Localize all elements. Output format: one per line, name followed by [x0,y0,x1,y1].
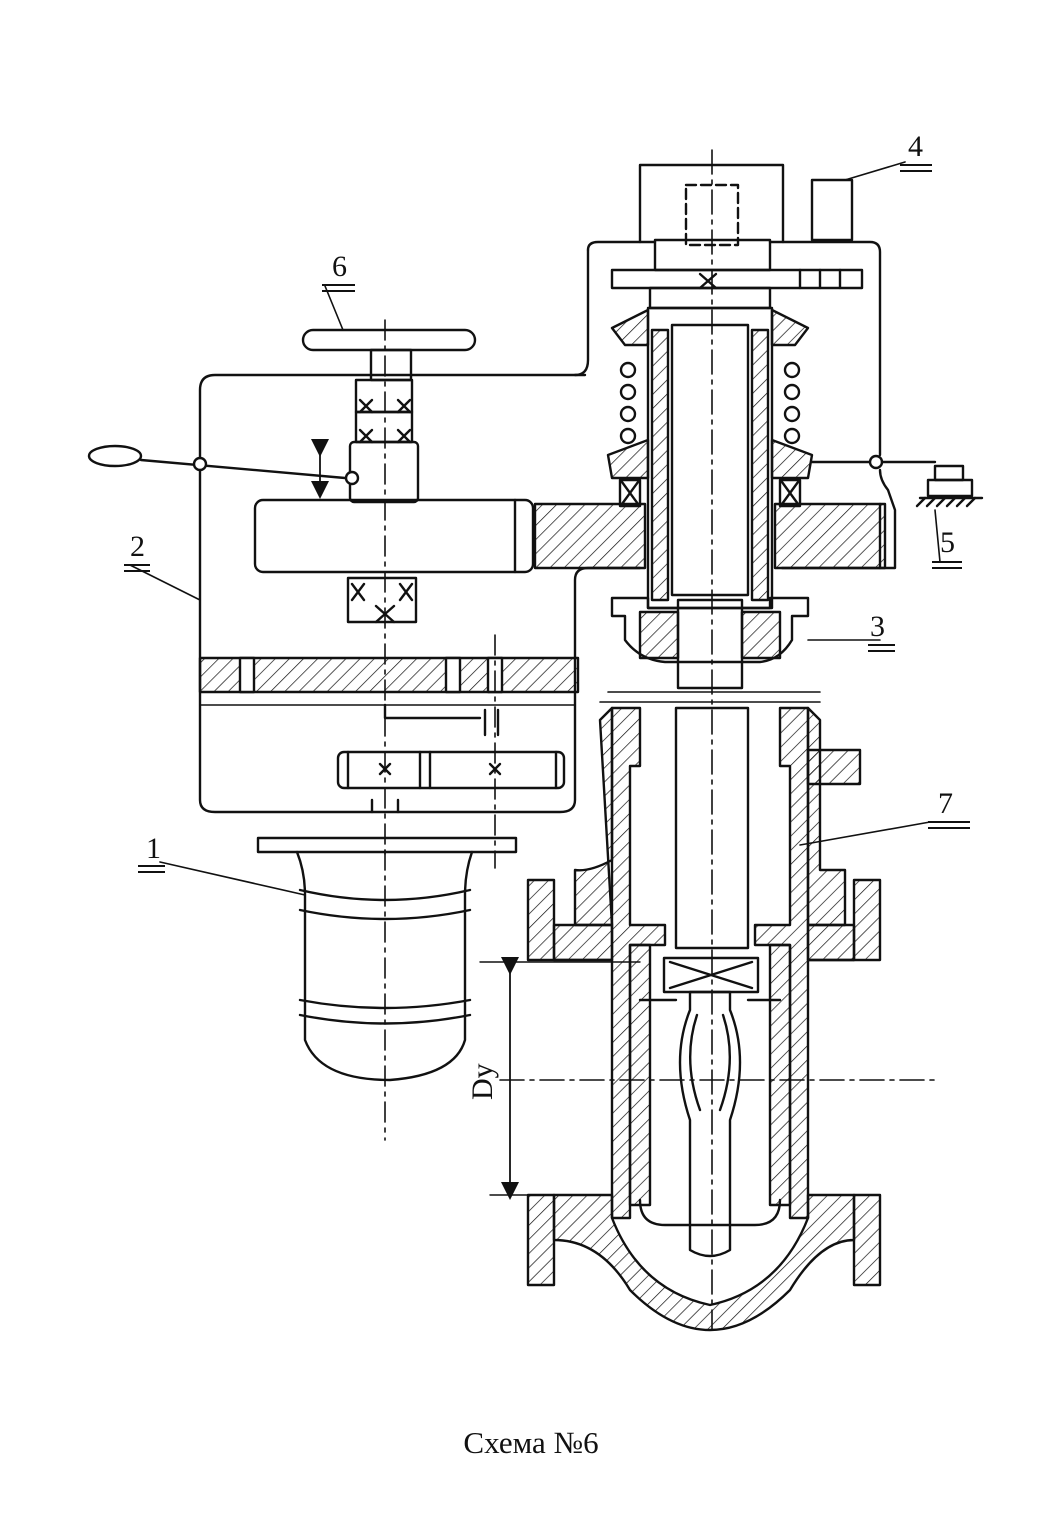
handwheel [301,319,477,861]
valve-stem [499,706,941,1258]
spring-column [606,286,937,610]
clutch-lever [87,439,360,499]
label-3: 3 [870,610,885,643]
label-1: 1 [146,832,161,865]
callout-underlines [124,164,970,873]
large-gear [253,498,887,574]
label-6: 6 [332,250,347,283]
gearbox-housing [198,373,642,814]
electric-motor [256,836,518,1141]
label-2: 2 [130,530,145,563]
gear-train [336,634,566,869]
limit-switch [915,464,984,508]
label-7: 7 [938,787,953,820]
label-5: 5 [940,526,955,559]
bonnet-nut [599,596,821,703]
label-dy: Dу [466,1063,499,1100]
diagram-caption: Схема №6 [463,1425,599,1460]
valve-body [526,706,882,1332]
nominal-diameter-dimension [479,957,641,1200]
label-4: 4 [908,130,923,163]
